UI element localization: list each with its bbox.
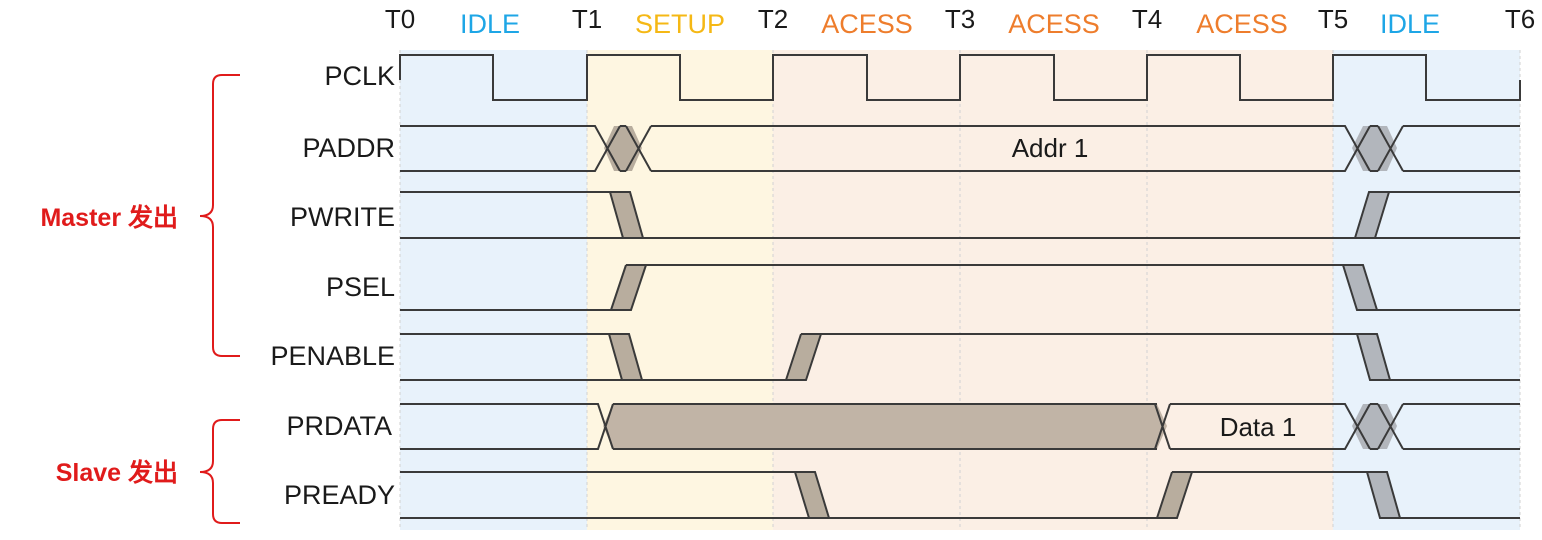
psel-waveform bbox=[400, 264, 1520, 311]
penable-waveform bbox=[400, 333, 1520, 381]
pready-transition-idle bbox=[1367, 472, 1400, 518]
time-mark-t1: T1 bbox=[572, 4, 602, 34]
signal-label-psel: PSEL bbox=[326, 272, 395, 302]
pwrite-waveform bbox=[400, 191, 1520, 239]
phase-background-access-3 bbox=[1147, 50, 1333, 530]
signal-label-pready: PREADY bbox=[284, 480, 395, 510]
slave-group-label: Slave 发出 bbox=[56, 458, 178, 487]
master-group: Master 发出 bbox=[40, 74, 240, 357]
prdata-waveform: Data 1 bbox=[400, 403, 1520, 450]
phase-background-idle-1 bbox=[400, 50, 587, 530]
signal-label-pwrite: PWRITE bbox=[290, 202, 395, 232]
time-grid-lines bbox=[399, 50, 1521, 530]
pwrite-wave bbox=[400, 191, 1520, 239]
phase-label-setup: SETUP bbox=[635, 9, 725, 39]
time-mark-t6: T6 bbox=[1505, 4, 1535, 34]
time-mark-t4: T4 bbox=[1132, 4, 1162, 34]
phase-background-access-2 bbox=[960, 50, 1147, 530]
slave-brace bbox=[199, 419, 240, 524]
phase-label-access-1: ACESS bbox=[821, 9, 913, 39]
signal-label-prdata: PRDATA bbox=[286, 411, 392, 441]
phase-label-idle-2: IDLE bbox=[1380, 9, 1440, 39]
slave-group: Slave 发出 bbox=[56, 419, 240, 524]
time-mark-t0: T0 bbox=[385, 4, 415, 34]
pready-waveform bbox=[400, 471, 1520, 519]
signal-label-paddr: PADDR bbox=[302, 133, 395, 163]
penable-transition-setup bbox=[609, 334, 642, 380]
pready-transition-access bbox=[795, 472, 829, 518]
phase-background-setup bbox=[587, 50, 773, 530]
prdata-wave bbox=[400, 403, 1520, 450]
psel-transition-setup bbox=[611, 265, 646, 310]
prdata-invalid-region bbox=[603, 404, 1167, 449]
psel-wave bbox=[400, 264, 1520, 311]
prdata-value: Data 1 bbox=[1220, 412, 1297, 442]
penable-transition-access bbox=[786, 334, 821, 380]
pwrite-transition-setup bbox=[610, 192, 643, 238]
penable-wave bbox=[400, 333, 1520, 381]
time-marks: T0 T1 T2 T3 T4 T5 T6 bbox=[385, 4, 1535, 34]
signal-label-pclk: PCLK bbox=[324, 61, 395, 91]
psel-transition-idle bbox=[1343, 265, 1377, 310]
phase-background-access-1 bbox=[773, 50, 960, 530]
paddr-waveform: Addr 1 bbox=[400, 125, 1520, 172]
phase-label-access-3: ACESS bbox=[1196, 9, 1288, 39]
pclk-wave bbox=[399, 54, 1521, 101]
time-mark-t2: T2 bbox=[758, 4, 788, 34]
master-brace bbox=[199, 74, 240, 357]
time-mark-t3: T3 bbox=[945, 4, 975, 34]
master-group-label: Master 发出 bbox=[40, 203, 178, 232]
pready-wave bbox=[400, 471, 1520, 519]
signal-labels: PCLK PADDR PWRITE PSEL PENABLE PRDATA PR… bbox=[270, 61, 395, 510]
pclk-waveform bbox=[399, 54, 1521, 101]
phase-label-idle-1: IDLE bbox=[460, 9, 520, 39]
phase-labels: IDLE SETUP ACESS ACESS ACESS IDLE bbox=[460, 9, 1440, 39]
penable-transition-idle bbox=[1357, 334, 1390, 380]
pready-transition-ready bbox=[1157, 472, 1192, 518]
signal-label-penable: PENABLE bbox=[270, 341, 395, 371]
time-mark-t5: T5 bbox=[1318, 4, 1348, 34]
paddr-value: Addr 1 bbox=[1012, 133, 1089, 163]
pwrite-transition-idle bbox=[1355, 192, 1389, 238]
phase-label-access-2: ACESS bbox=[1008, 9, 1100, 39]
paddr-wave bbox=[400, 125, 1520, 172]
